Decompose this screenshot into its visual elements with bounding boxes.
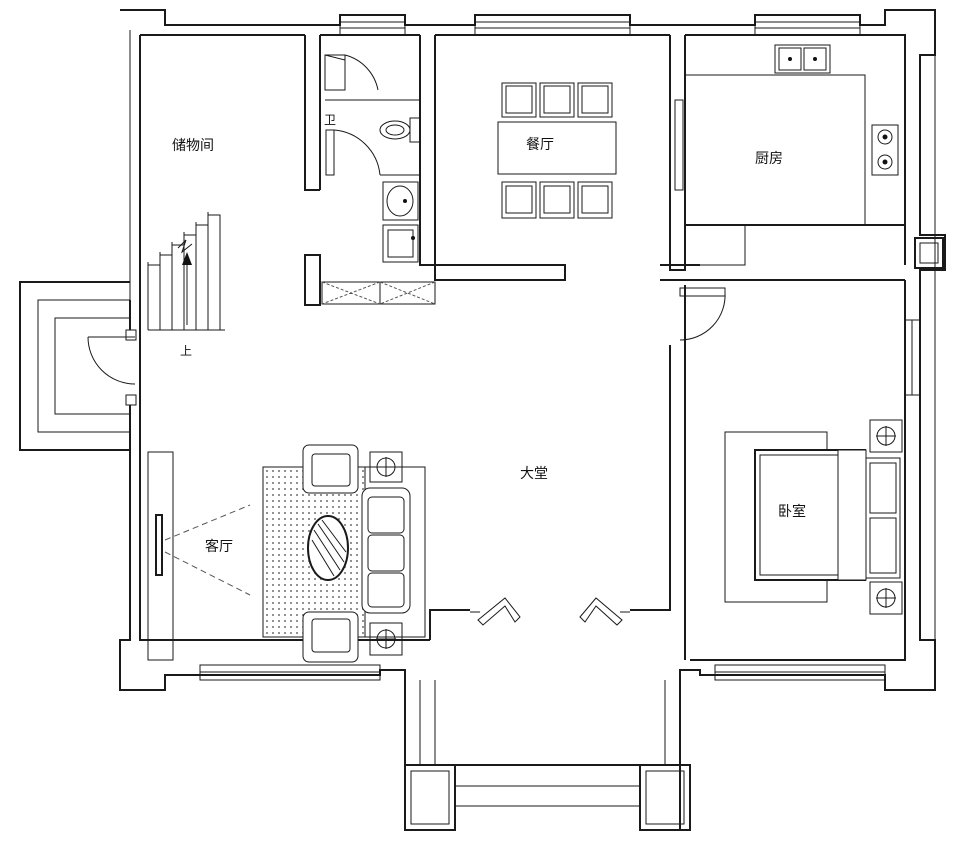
stairs-up-label: 上 <box>180 344 192 358</box>
bathroom-label: 卫 <box>324 113 336 127</box>
dining-label: 餐厅 <box>526 137 554 153</box>
gas-stove-icon <box>871 124 899 176</box>
kitchen-fixtures <box>674 44 899 266</box>
window-right-bedroom <box>904 319 921 396</box>
side-porch <box>19 281 137 451</box>
kitchen-vent-box <box>914 237 944 269</box>
side-lamp-bottom-icon <box>369 622 403 656</box>
main-entry-double-door <box>470 597 630 626</box>
washbasin-icon <box>382 181 419 221</box>
armchair-top <box>302 444 359 494</box>
window-top-dining <box>474 14 631 36</box>
sofa <box>361 487 411 614</box>
window-top-kitchen <box>754 14 861 36</box>
dining-chairs-top <box>501 82 613 118</box>
window-bottom-living <box>199 664 381 681</box>
staircase: 上 <box>147 212 225 358</box>
corridor-cabinet <box>321 281 436 305</box>
window-bottom-bedroom <box>714 664 886 681</box>
coffee-table-icon <box>307 515 349 581</box>
dining-set <box>497 82 617 219</box>
kitchen-sink-icon <box>774 44 831 74</box>
shower-tray-icon <box>382 224 419 263</box>
dining-chairs-bottom <box>501 181 613 219</box>
storage-room-label: 储物间 <box>172 138 214 154</box>
exterior-walls <box>119 9 946 831</box>
front-porch <box>404 680 691 831</box>
hall-doors <box>470 287 726 626</box>
bathroom-fixtures <box>324 54 421 263</box>
armchair-bottom <box>302 611 359 663</box>
nightstand-top-icon <box>869 419 903 453</box>
hall-label: 大堂 <box>520 466 548 482</box>
living-furniture <box>262 444 426 663</box>
bedroom-label: 卧室 <box>778 503 806 520</box>
toilet-icon <box>379 117 421 143</box>
tv-cabinet <box>147 451 251 661</box>
side-lamp-top-icon <box>369 451 403 483</box>
living-room-label: 客厅 <box>205 538 233 555</box>
window-top-wc <box>339 14 406 36</box>
nightstand-bottom-icon <box>869 581 903 615</box>
bed <box>724 419 903 615</box>
kitchen-label: 厨房 <box>755 151 783 167</box>
